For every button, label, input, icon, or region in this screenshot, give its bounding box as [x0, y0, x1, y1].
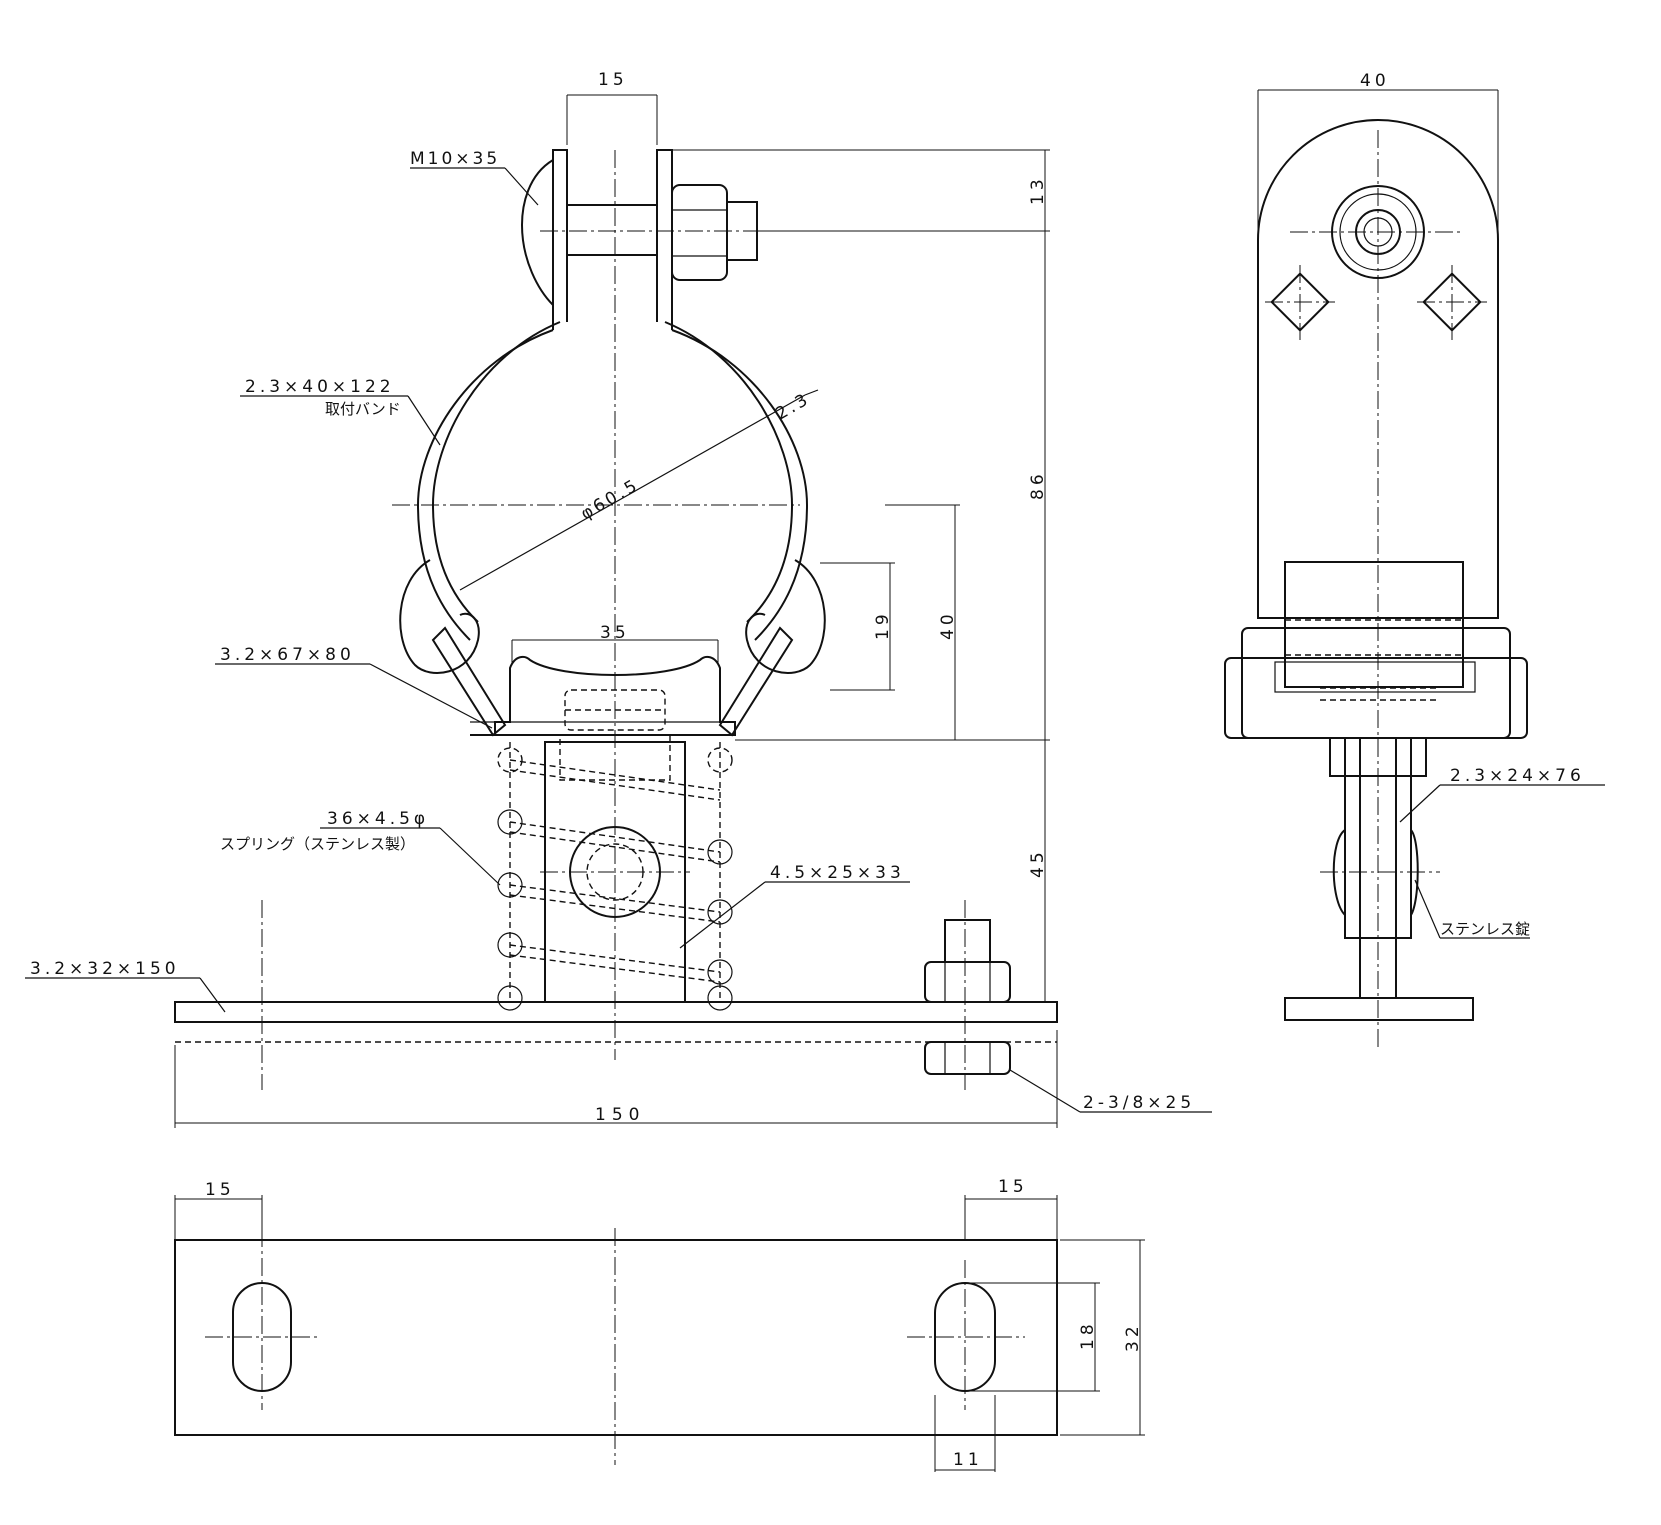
- band-inner: [431, 321, 561, 623]
- band-outer-right: [671, 329, 809, 641]
- dim-base-length: 150: [595, 1105, 645, 1125]
- base-bolt-shank: [944, 919, 991, 963]
- dim-slot-left: 15: [205, 1180, 235, 1200]
- hook-right: [745, 559, 826, 674]
- dim-slot-width: 11: [953, 1450, 983, 1470]
- dim-seat-width: 35: [600, 623, 630, 643]
- side-hole-right: [1422, 272, 1482, 332]
- label-seat-plate: 3.2×67×80: [220, 645, 355, 665]
- dim-bolt-gap: 15: [598, 70, 628, 90]
- bolt-shank: [566, 204, 658, 256]
- base-bolt-nut-bottom: [924, 1041, 1011, 1075]
- nut: [671, 184, 728, 281]
- seat-plate: [470, 655, 736, 736]
- dim-plate-width: 32: [1123, 1322, 1143, 1352]
- band-inner-right: [664, 321, 794, 623]
- label-band-name: 取付バンド: [325, 400, 401, 418]
- dim-height-40: 40: [938, 610, 958, 640]
- base-plate: [174, 1001, 1058, 1023]
- base-bolt-nut-top: [924, 961, 1011, 1003]
- side-seat: [1241, 627, 1511, 739]
- label-spring-name: スプリング（ステンレス製）: [220, 835, 415, 853]
- dim-side-width: 40: [1360, 71, 1390, 91]
- plan-view: 15 15 18 32 11: [174, 1177, 1145, 1472]
- dim-height-19: 19: [873, 610, 893, 640]
- strap-left: [431, 626, 507, 737]
- pipe-diameter-label: φ60.5: [578, 475, 643, 524]
- plan-base-plate: [174, 1239, 1058, 1436]
- strap-right: [718, 626, 794, 737]
- dim-top-offset: 13: [1028, 175, 1048, 205]
- inner-plate-hole: [586, 843, 644, 901]
- dim-slot-len: 18: [1078, 1320, 1098, 1350]
- front-view: 2.3 φ60.5: [25, 70, 1212, 1128]
- label-spring-spec: 36×4.5φ: [327, 809, 429, 829]
- hook-left: [399, 559, 480, 674]
- dim-height-86: 86: [1028, 470, 1048, 500]
- dim-slot-right: 15: [998, 1177, 1028, 1197]
- band-outer: [416, 329, 554, 641]
- bolt-tip: [726, 201, 758, 261]
- label-inner-plate: 4.5×25×33: [770, 863, 905, 883]
- hidden-nut-lower: [559, 734, 671, 781]
- label-base-bolts: 2-3/8×25: [1083, 1093, 1195, 1113]
- label-bolt: M10×35: [410, 149, 500, 169]
- side-block: [1284, 561, 1464, 688]
- label-side-plate: 2.3×24×76: [1450, 766, 1585, 786]
- side-view: 40 2.3×24×76: [1224, 71, 1605, 1050]
- dim-spring-height: 45: [1028, 848, 1048, 878]
- band-ear-left: [552, 149, 568, 330]
- label-band-spec: 2.3×40×122: [245, 377, 395, 397]
- side-foot: [1284, 997, 1474, 1021]
- band-ear-right: [656, 149, 673, 330]
- diameter-line: [459, 394, 806, 591]
- inner-plate-boss: [569, 826, 661, 918]
- label-base-plate: 3.2×32×150: [30, 959, 180, 979]
- side-band: [1257, 119, 1499, 619]
- side-pin: [1332, 829, 1346, 916]
- side-hole-left: [1270, 272, 1330, 332]
- bolt-head: [520, 159, 554, 306]
- side-seat-ledge: [1224, 657, 1528, 739]
- label-pin: ステンレス錠: [1440, 920, 1530, 938]
